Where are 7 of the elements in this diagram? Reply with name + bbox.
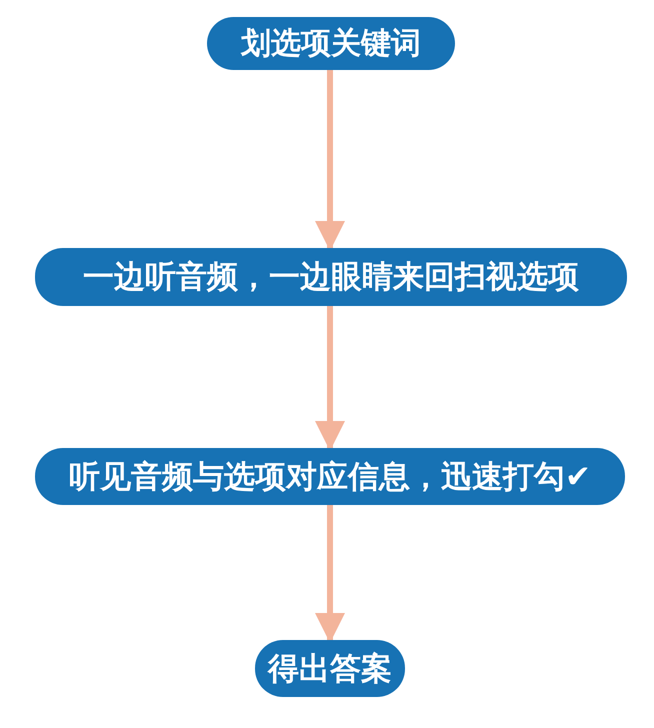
arrow	[315, 306, 345, 451]
process-box: 听见音频与选项对应信息，迅速打勾✔	[35, 448, 625, 505]
arrow	[315, 505, 345, 643]
arrow	[315, 70, 345, 251]
process-box: 划选项关键词	[207, 17, 455, 70]
process-box: 一边听音频，一边眼睛来回扫视选项	[35, 248, 627, 306]
process-box: 得出答案	[255, 640, 405, 697]
